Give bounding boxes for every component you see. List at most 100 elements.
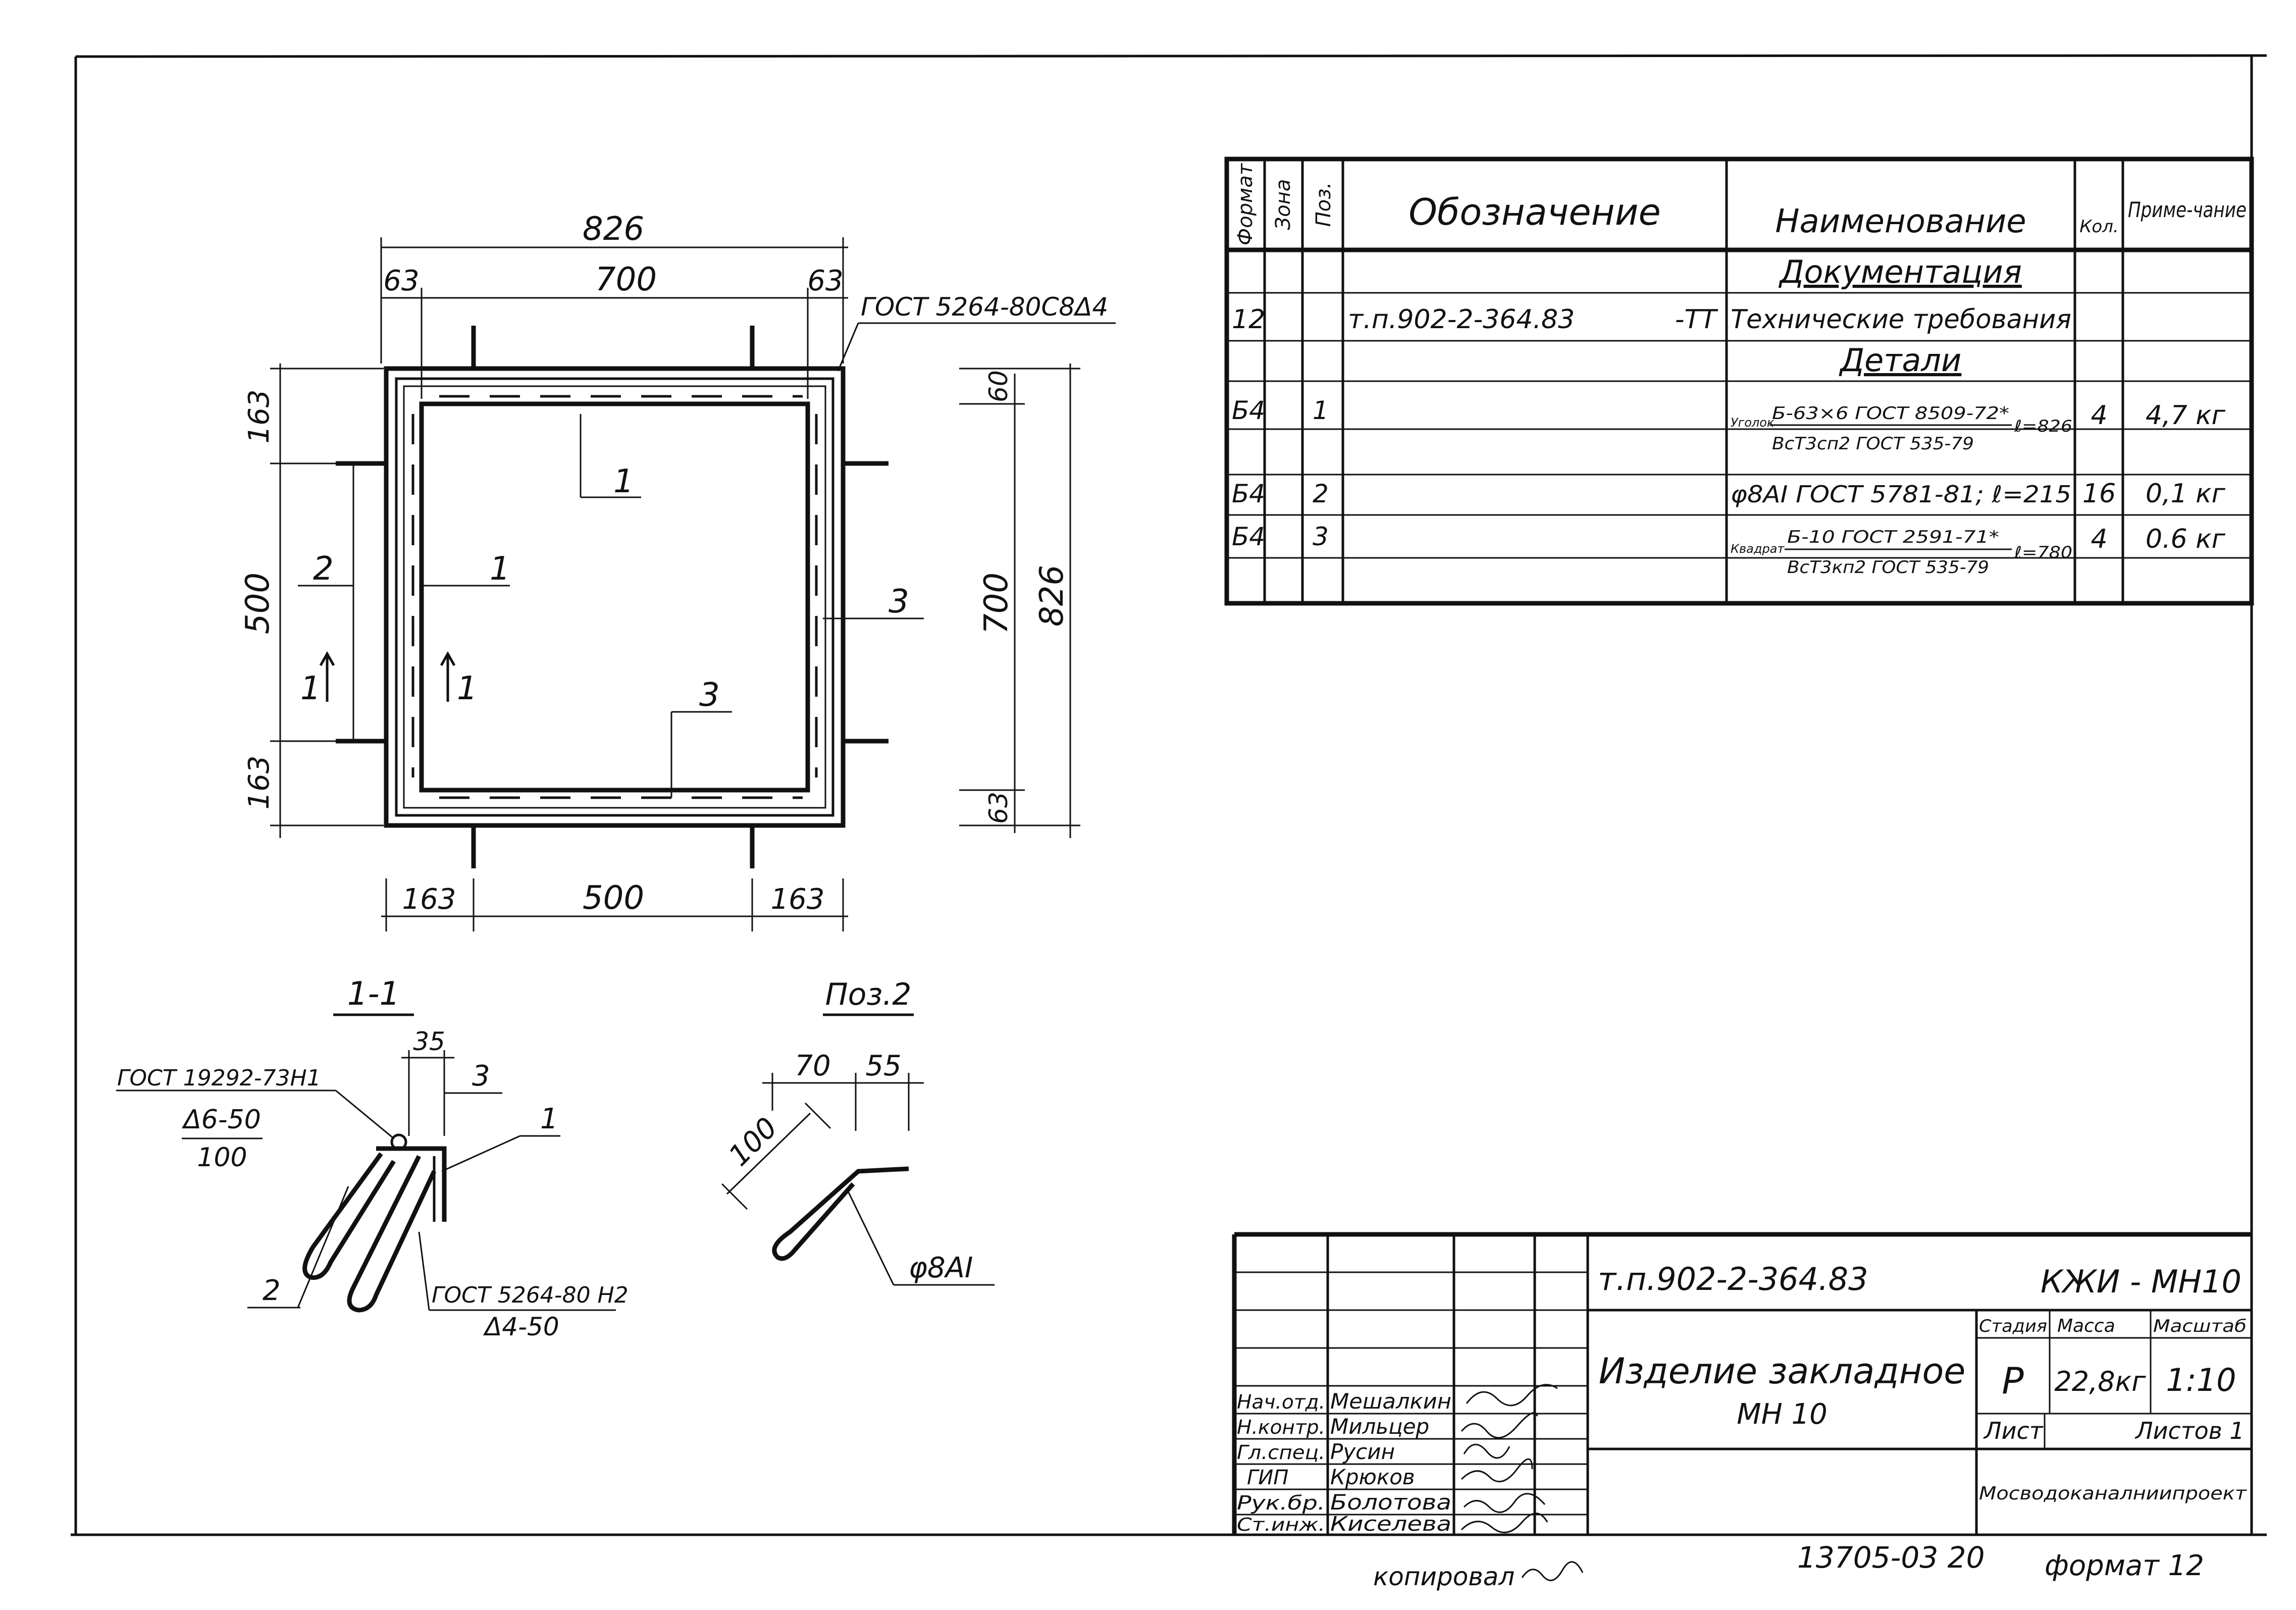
plan-dim-top-left: 63 (383, 265, 419, 297)
section-weld-bottom-std: ГОСТ 5264-80 Н2 (432, 1282, 629, 1308)
plan-dim-top-total: 826 (583, 211, 644, 248)
spec-header-qty: Кол. (2079, 217, 2118, 237)
pos2-dim-70: 70 (795, 1050, 830, 1082)
plan-dim-top-mid: 700 (595, 261, 657, 298)
plan-dim-bottom-left: 163 (402, 883, 456, 916)
title-stage: Р (2002, 1360, 2024, 1402)
title-role-2: Н.контр. (1237, 1416, 1325, 1438)
title-role-5: Рук.бр. (1237, 1492, 1325, 1514)
title-block: т.п.902-2-364.83 КЖИ - МН10 Изделие закл… (1232, 1232, 2252, 1536)
spec-row3-pos: 3 (1313, 522, 1329, 551)
plan-dim-top-right: 63 (807, 265, 843, 297)
plan-callout-pos1-mid: 1 (490, 550, 510, 588)
plan-dim-right-mid: 700 (978, 573, 1015, 634)
plan-callout-pos3-right: 3 (889, 583, 909, 620)
spec-row2-num: φ8АI ГОСТ 5781-81; ℓ=215 (1731, 481, 2071, 508)
title-name-2: Мильцер (1330, 1414, 1429, 1439)
section-weld-top-num: Δ6-50 (181, 1105, 261, 1135)
title-sheet-code: КЖИ - МН10 (2041, 1263, 2241, 1300)
spec-row2-note: 0,1 кг (2146, 479, 2226, 509)
title-role-3: Гл.спец. (1237, 1441, 1325, 1464)
plan-callout-pos1-top: 1 (613, 463, 634, 500)
spec-doc-designation: т.п.902-2-364.83 (1348, 304, 1575, 335)
spec-row1-format: Б4 (1232, 396, 1265, 425)
title-role-6: Ст.инж. (1237, 1515, 1325, 1535)
spec-row3-num: Б-10 ГОСТ 2591-71* (1787, 527, 1999, 547)
spec-table: Формат Зона Поз. Обозначение Наименовани… (1224, 157, 2254, 606)
plan-section-mark-right: 1 (457, 670, 478, 707)
spec-row2-format: Б4 (1232, 479, 1265, 508)
title-name-6: Киселева (1330, 1513, 1451, 1536)
spec-row1-qty: 4 (2091, 400, 2107, 431)
spec-doc-format: 12 (1232, 304, 1265, 335)
plan-section-mark-left: 1 (300, 670, 321, 707)
spec-row3-format: Б4 (1232, 522, 1265, 551)
section-weld-top-std: ГОСТ 19292-73Н1 (117, 1065, 321, 1091)
title-name-line1: Изделие закладное (1599, 1351, 1966, 1392)
title-doc-code: т.п.902-2-364.83 (1598, 1261, 1868, 1297)
section-1-1: 1-1 35 3 1 2 ГОСТ 19292-73Н1 Δ6-50 100 (116, 975, 629, 1341)
spec-row1-prefix: Уголок (1731, 416, 1775, 430)
spec-row2-pos: 2 (1313, 479, 1329, 508)
spec-header-format: Формат (1234, 163, 1257, 245)
plan-weld-note: ГОСТ 5264-80С8Δ4 (861, 292, 1108, 322)
title-role-4: ГИП (1247, 1466, 1288, 1489)
plan-dim-right-total: 826 (1033, 565, 1071, 627)
spec-header-designation: Обозначение (1408, 191, 1661, 233)
footer-copied: копировал (1373, 1562, 1515, 1591)
section-label-1: 1 (540, 1103, 558, 1135)
title-name-line2: МН 10 (1737, 1398, 1827, 1431)
spec-row3-note: 0.6 кг (2146, 524, 2226, 554)
signatures (1460, 1384, 1558, 1533)
plan-dim-left-bottom: 163 (243, 756, 276, 810)
section-label-2: 2 (263, 1274, 281, 1307)
pos2-rod: φ8АI (909, 1252, 973, 1284)
spec-section-parts: Детали (1839, 342, 1962, 379)
pos2-dim-100: 100 (722, 1111, 784, 1173)
title-stage-label: Стадия (1979, 1316, 2047, 1336)
plan-dim-right-bottom: 63 (984, 792, 1013, 824)
title-name-5: Болотова (1330, 1490, 1451, 1515)
spec-section-docs: Документация (1778, 253, 2022, 290)
plan-dim-bottom-mid: 500 (583, 879, 644, 917)
spec-doc-suffix: -ТТ (1675, 304, 1719, 335)
spec-row3-len: ℓ=780 (2014, 543, 2072, 562)
plan-dim-left-top: 163 (243, 390, 276, 444)
title-role-1: Нач.отд. (1237, 1391, 1325, 1413)
plan-callout-pos2: 2 (313, 550, 334, 588)
title-mass: 22,8кг (2054, 1366, 2146, 1397)
plan-dim-left-mid: 500 (239, 573, 277, 634)
spec-header-note: Приме-чание (2128, 197, 2247, 222)
footer-inventory: 13705-03 20 (1797, 1540, 1985, 1575)
plan-dim-bottom-right: 163 (771, 883, 825, 916)
spec-row2-qty: 16 (2082, 479, 2116, 509)
plan-callout-pos3-bottom: 3 (699, 677, 720, 714)
spec-header-name: Наименование (1775, 203, 2026, 240)
title-scale: 1:10 (2166, 1362, 2236, 1398)
title-sheet-label: Лист (1983, 1417, 2044, 1444)
section-dim-35: 35 (413, 1027, 445, 1056)
spec-row1-den: ВсТ3сп2 ГОСТ 535-79 (1772, 434, 1974, 454)
footer-format: формат 12 (2045, 1549, 2204, 1582)
section-weld-top-den: 100 (197, 1142, 247, 1173)
footer: копировал 13705-03 20 формат 12 (1373, 1540, 2204, 1591)
title-mass-label: Масса (2057, 1316, 2115, 1336)
spec-row1-len: ℓ=826 (2014, 417, 2072, 436)
spec-row1-note: 4,7 кг (2146, 400, 2226, 431)
spec-row3-qty: 4 (2091, 524, 2107, 554)
title-name-1: Мешалкин (1330, 1389, 1451, 1414)
pos2-title: Поз.2 (825, 977, 912, 1012)
spec-row3-prefix: Квадрат (1731, 542, 1785, 556)
title-org: Мосводоканалниипроект (1979, 1483, 2247, 1504)
plan-dim-right-top: 60 (984, 370, 1013, 402)
section-weld-bottom-note: Δ4-50 (483, 1312, 559, 1341)
section-title: 1-1 (347, 975, 400, 1013)
title-sheets-label: Листов 1 (2134, 1417, 2245, 1444)
title-scale-label: Масштаб (2153, 1316, 2247, 1336)
plan-view: 826 63 700 63 ГОСТ 5264-80С8Δ4 163 500 1… (239, 211, 1116, 931)
spec-doc-name: Технические требования (1731, 304, 2071, 335)
pos2-detail: Поз.2 70 55 100 φ8АI (721, 977, 995, 1286)
title-name-3: Русин (1330, 1439, 1395, 1464)
pos2-dim-55: 55 (865, 1050, 901, 1082)
